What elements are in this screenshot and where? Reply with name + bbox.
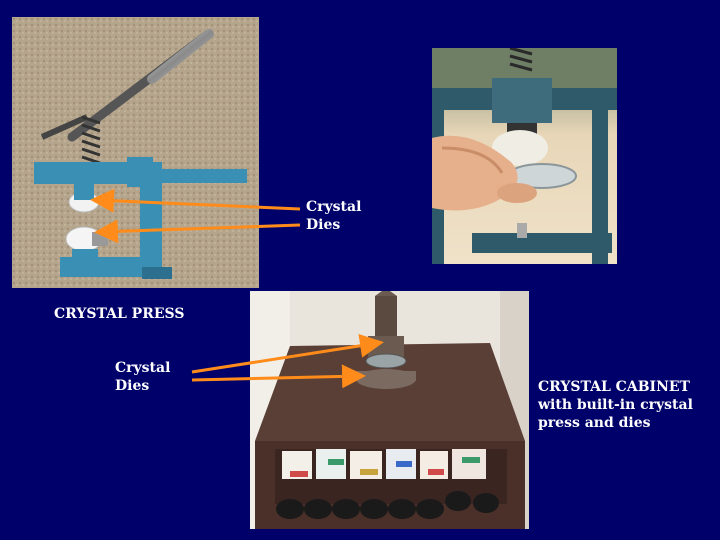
crystal-cabinet-caption-line3: press and dies — [538, 415, 651, 431]
crystal-dies-label-bottom: Crystal Dies — [115, 359, 170, 395]
crystal-dies-label-bottom-line1: Crystal — [115, 360, 171, 376]
crystal-cabinet-caption: CRYSTAL CABINET with built-in crystal pr… — [538, 378, 693, 432]
crystal-cabinet-caption-line1: CRYSTAL CABINET — [538, 379, 690, 395]
crystal-press-closeup-photo — [432, 48, 617, 264]
crystal-dies-label-bottom-line2: Dies — [115, 378, 150, 394]
crystal-press-title: CRYSTAL PRESS — [54, 306, 185, 322]
crystal-dies-label-top-line2: Dies — [306, 217, 341, 233]
crystal-dies-label-top-line1: Crystal — [306, 199, 362, 215]
crystal-press-photo — [12, 17, 259, 288]
crystal-cabinet-caption-line2: with built-in crystal — [538, 397, 693, 413]
crystal-dies-label-top: Crystal Dies — [306, 198, 361, 234]
crystal-cabinet-photo — [250, 291, 529, 529]
